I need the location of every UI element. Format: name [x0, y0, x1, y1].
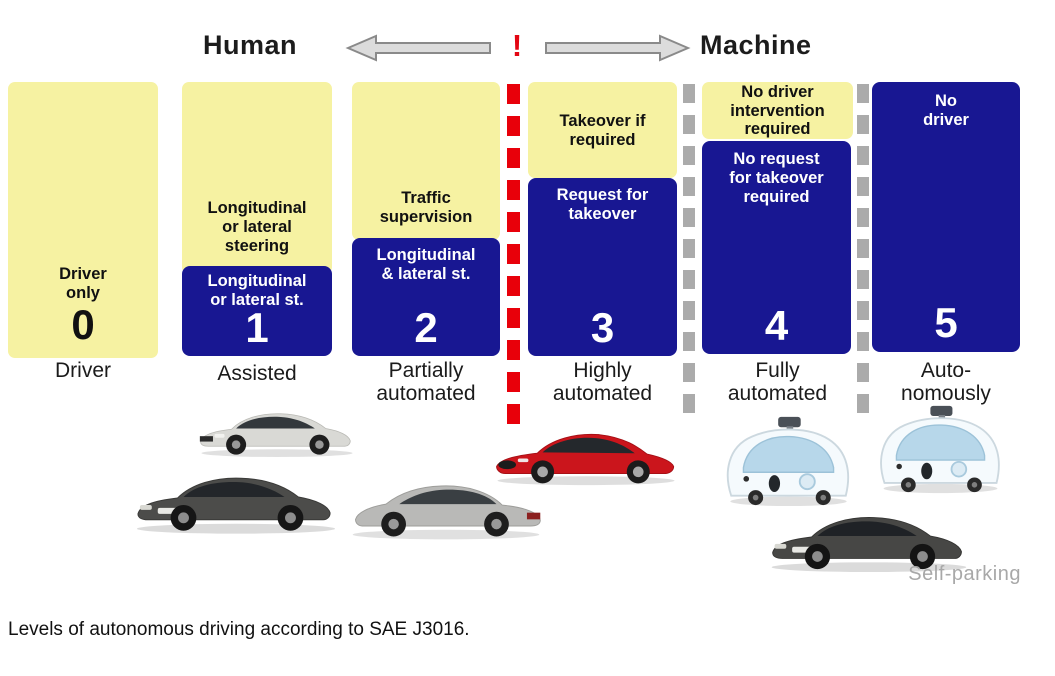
level2-label: Partially automated: [376, 359, 476, 405]
level3-number: 3: [590, 304, 615, 351]
level1-lower-text: Longitudinal or lateral st.: [207, 272, 307, 309]
level1-label: Assisted: [217, 362, 297, 385]
car-bmw-7-self-parking: [771, 517, 967, 573]
warning-exclamation-icon: !: [511, 28, 523, 63]
car-mercedes-s-silver: [352, 485, 541, 540]
level2-upper-text: Traffic supervision: [379, 189, 473, 226]
level2-yellow-block: [352, 82, 500, 240]
level2-lower-text: Longitudinal & lateral st.: [376, 246, 476, 283]
level3-upper-text: Takeover if required: [559, 112, 646, 149]
level4-label: Fully automated: [727, 359, 828, 405]
level5-blue-block: [872, 82, 1020, 352]
level1-number: 1: [245, 304, 269, 351]
car-bmw-7-dark: [136, 477, 336, 534]
car-google-self-driving-1: [726, 416, 850, 507]
level3-blue-block: [528, 178, 677, 356]
level4-lower-text: No request for takeover required: [729, 150, 824, 206]
figure-caption: Levels of autonomous driving according t…: [8, 619, 470, 640]
level5-upper-text: No driver: [923, 92, 969, 129]
gray-dashed-separator-1: [683, 84, 695, 422]
gray-dashed-separator-2: [857, 84, 869, 422]
level2-number: 2: [414, 304, 438, 351]
level0-upper-text: Driver only: [59, 265, 107, 302]
right-arrow-icon: [545, 34, 691, 62]
car-audi-a6-silver: [199, 413, 353, 457]
red-dashed-separator: [507, 84, 520, 430]
level4-blue-block: [702, 141, 851, 354]
self-parking-label: Self-parking: [908, 563, 1021, 585]
human-side-label: Human: [203, 30, 298, 60]
level1-upper-text: Longitudinal or lateral steering: [207, 199, 307, 255]
left-arrow-icon: [345, 34, 491, 62]
car-google-self-driving-2: [880, 405, 1000, 494]
level5-label: Auto- nomously: [901, 359, 991, 405]
level0-number: 0: [71, 301, 95, 348]
car-tesla-model-s-red: [496, 433, 675, 486]
level4-upper-text: No driver intervention required: [730, 83, 825, 138]
level1-blue-block: [182, 266, 332, 356]
level3-label: Highly automated: [552, 359, 653, 405]
level1-yellow-block: [182, 82, 332, 274]
level4-yellow-block: [702, 82, 853, 139]
level2-blue-block: [352, 238, 500, 356]
level0-yellow-block: [8, 82, 158, 358]
level3-lower-text: Request for takeover: [556, 186, 649, 223]
level0-label: Driver: [55, 359, 111, 382]
level3-yellow-block: [528, 82, 677, 178]
machine-side-label: Machine: [700, 30, 812, 60]
level5-number: 5: [934, 299, 958, 346]
level4-number: 4: [764, 302, 789, 349]
